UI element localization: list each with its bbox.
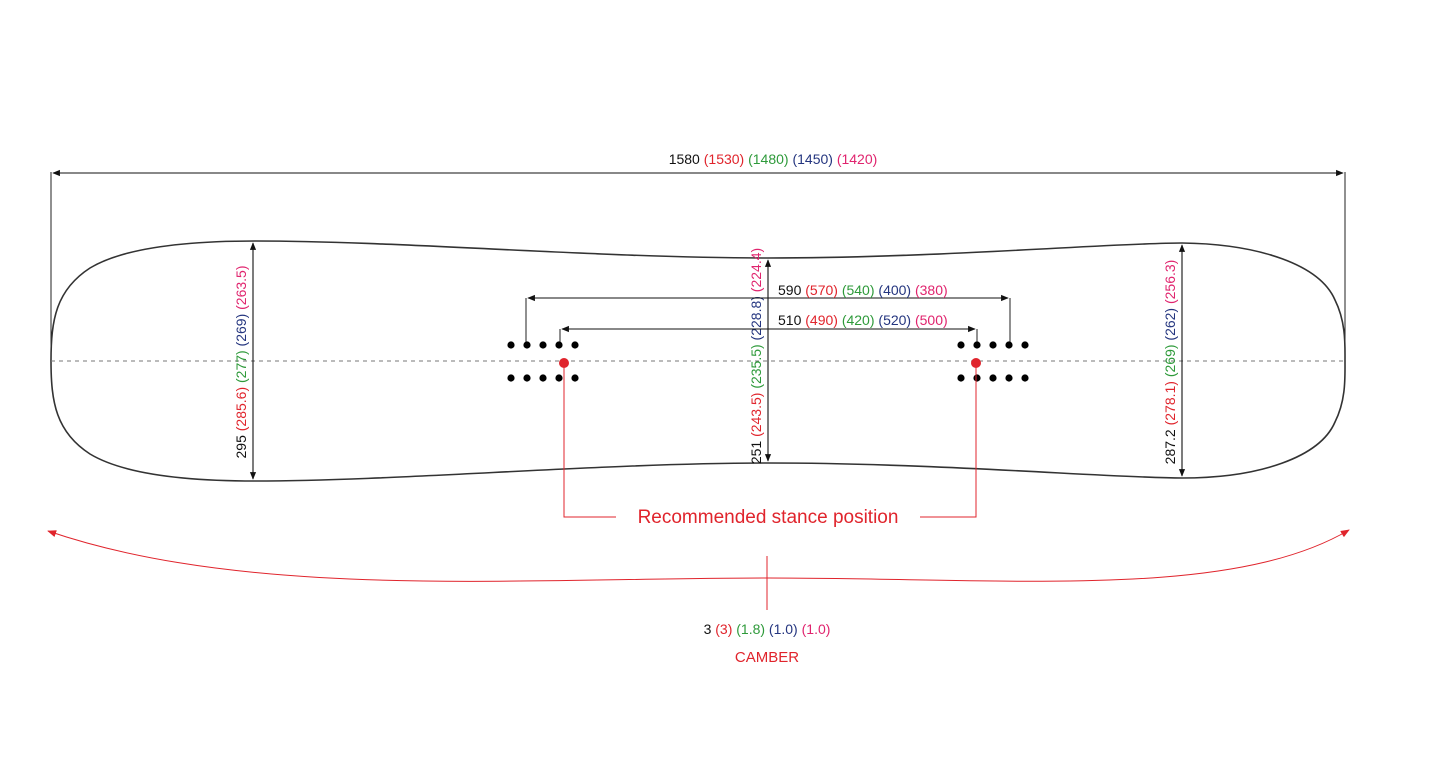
stance-label: Recommended stance position — [638, 507, 899, 528]
camber-title: CAMBER — [735, 649, 799, 666]
insert-hole-left-dot-icon — [555, 374, 563, 382]
stance-leader-line — [563, 363, 616, 518]
insert-hole-left-dot-icon — [539, 374, 547, 382]
nose-width-value-1: (285.6) — [233, 387, 249, 435]
waist-width-value-3: (228.8) — [748, 296, 764, 344]
outer-insert-span-label: 590 (570) (540) (400) (380) — [778, 282, 948, 298]
insert-pattern — [507, 341, 1029, 382]
camber-value-1: (3) — [711, 621, 732, 637]
insert-hole-right-dot-icon — [989, 341, 997, 349]
insert-hole-left-dot-icon — [571, 341, 579, 349]
camber-value-4: (1.0) — [798, 621, 831, 637]
inner-insert-span-value-4: (500) — [911, 312, 948, 328]
inner-insert-span-value-3: (520) — [875, 312, 912, 328]
insert-hole-right-dot-icon — [957, 341, 965, 349]
nose-width-label: 295 (285.6) (277) (269) (263.5) — [233, 265, 249, 458]
stance-callout: Recommended stance position — [559, 358, 981, 528]
board-outline — [50, 240, 1346, 482]
waist-width-value-4: (224.4) — [748, 248, 764, 296]
insert-hole-right-dot-icon — [1021, 374, 1029, 382]
tail-width-value-0: 287.2 — [1162, 429, 1178, 464]
camber-value-3: (1.0) — [765, 621, 798, 637]
inner-insert-span-dimension: 510 (490) (420) (520) (500) — [559, 312, 978, 344]
inner-insert-span-value-1: (490) — [801, 312, 838, 328]
waist-width-value-0: 251 — [748, 441, 764, 465]
tail-width-value-2: (269) — [1162, 344, 1178, 381]
insert-hole-right-dot-icon — [973, 341, 981, 349]
outer-insert-span-value-2: (540) — [838, 282, 875, 298]
nose-width-value-2: (277) — [233, 350, 249, 387]
waist-width-value-1: (243.5) — [748, 393, 764, 441]
outer-insert-span-value-0: 590 — [778, 282, 802, 298]
camber-value-2: (1.8) — [732, 621, 765, 637]
nose-width-value-3: (269) — [233, 314, 249, 351]
stance-leader-line-right — [920, 363, 977, 518]
stance-marker-right-dot-icon — [971, 358, 981, 368]
inner-insert-span-label: 510 (490) (420) (520) (500) — [778, 312, 948, 328]
nose-width-value-0: 295 — [233, 435, 249, 459]
outer-insert-span-value-4: (380) — [911, 282, 948, 298]
camber-curve — [47, 529, 1350, 582]
insert-hole-left-dot-icon — [507, 374, 515, 382]
overall-length-value-0: 1580 — [669, 151, 700, 167]
nose-width-value-4: (263.5) — [233, 265, 249, 313]
insert-hole-left-dot-icon — [507, 341, 515, 349]
camber-value-0: 3 — [704, 621, 712, 637]
tail-width-value-1: (278.1) — [1162, 381, 1178, 429]
outer-insert-span-dimension: 590 (570) (540) (400) (380) — [525, 282, 1011, 344]
insert-hole-right-dot-icon — [1005, 374, 1013, 382]
insert-hole-right-dot-icon — [1005, 341, 1013, 349]
camber-value-label: 3 (3) (1.8) (1.0) (1.0) — [704, 621, 831, 637]
overall-length-value-1: (1530) — [700, 151, 744, 167]
overall-length-dimension: 1580 (1530) (1480) (1450) (1420) — [50, 151, 1346, 360]
waist-width-value-2: (235.5) — [748, 344, 764, 392]
stance-marker-left-dot-icon — [559, 358, 569, 368]
camber-diagram: 3 (3) (1.8) (1.0) (1.0) CAMBER — [47, 529, 1350, 666]
inner-insert-span-value-2: (420) — [838, 312, 875, 328]
tail-width-value-4: (256.3) — [1162, 260, 1178, 308]
insert-hole-left-dot-icon — [539, 341, 547, 349]
tail-width-value-3: (262) — [1162, 308, 1178, 345]
insert-hole-left-dot-icon — [523, 374, 531, 382]
overall-length-value-4: (1420) — [833, 151, 877, 167]
insert-hole-left-dot-icon — [555, 341, 563, 349]
inner-insert-span-value-0: 510 — [778, 312, 802, 328]
overall-length-value-3: (1450) — [789, 151, 833, 167]
insert-hole-right-dot-icon — [973, 374, 981, 382]
insert-hole-right-dot-icon — [989, 374, 997, 382]
outer-insert-span-value-1: (570) — [801, 282, 838, 298]
tail-width-label: 287.2 (278.1) (269) (262) (256.3) — [1162, 260, 1178, 465]
outer-insert-span-value-3: (400) — [875, 282, 912, 298]
insert-hole-left-dot-icon — [523, 341, 531, 349]
overall-length-value-2: (1480) — [744, 151, 788, 167]
insert-hole-left-dot-icon — [571, 374, 579, 382]
waist-width-label: 251 (243.5) (235.5) (228.8) (224.4) — [748, 248, 764, 464]
insert-hole-right-dot-icon — [1021, 341, 1029, 349]
overall-length-label: 1580 (1530) (1480) (1450) (1420) — [669, 151, 878, 167]
insert-hole-right-dot-icon — [957, 374, 965, 382]
